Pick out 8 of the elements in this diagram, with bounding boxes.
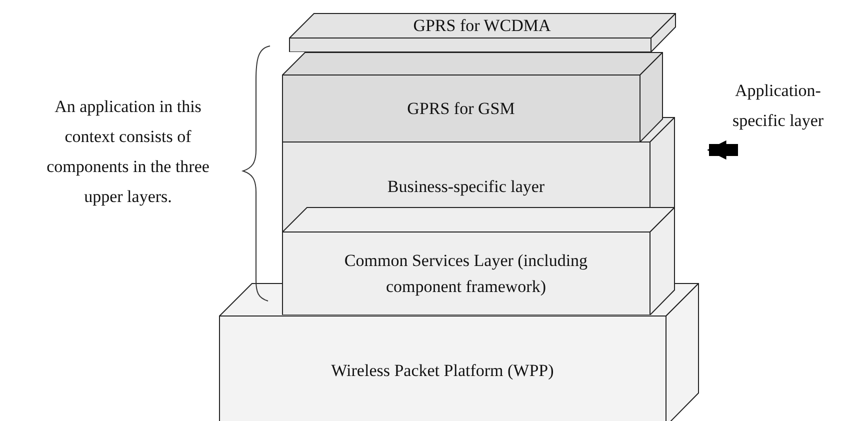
layer-note: Application-specific layer <box>730 76 826 136</box>
layer-label: Wireless Packet Platform (WPP) <box>331 360 554 382</box>
brace-note: An application in this context consists of components in the three upper layers. <box>46 96 210 208</box>
block-arrow <box>707 140 738 160</box>
layer-label: Business-specific layer <box>387 176 545 198</box>
layer-label: Common Services Layer (including component framework) <box>343 250 589 298</box>
layer-label: GPRS for GSM <box>407 98 515 120</box>
layer-label: GPRS for WCDMA <box>413 14 551 36</box>
